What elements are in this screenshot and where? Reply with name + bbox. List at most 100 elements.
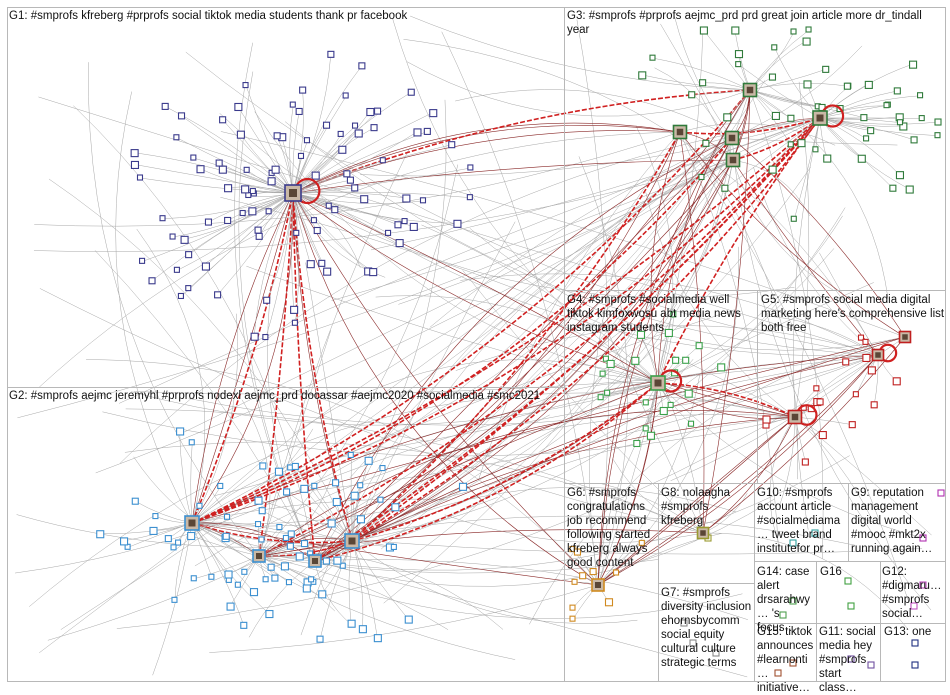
edge-spoke <box>191 471 279 524</box>
node-g2 <box>347 451 354 459</box>
edge-strong-red <box>351 117 821 542</box>
node-g4 <box>599 370 606 377</box>
node-g1 <box>293 229 300 236</box>
node-g3 <box>934 132 941 139</box>
edge-strong-red <box>351 382 659 542</box>
edge-spoke <box>140 177 294 194</box>
node-g3 <box>787 114 795 122</box>
edge-spoke <box>652 57 751 91</box>
edge-light <box>576 19 609 586</box>
edge-light <box>455 325 879 371</box>
edge-spoke <box>217 192 294 295</box>
node-g1 <box>224 184 233 193</box>
node-g3 <box>803 80 812 89</box>
group-label-g14: G14: case alert drsarahwy… 's focus… <box>757 566 811 634</box>
edge-strong-red <box>292 192 353 542</box>
node-g1 <box>343 170 351 178</box>
hub-avatar-icon <box>728 134 736 142</box>
node-g2 <box>208 573 215 580</box>
edge-strong-red <box>657 117 821 384</box>
edge-hub <box>191 336 906 524</box>
edge-spoke <box>99 522 193 535</box>
edge-spoke <box>734 29 751 91</box>
node-g3 <box>790 215 797 222</box>
edge-light <box>597 375 700 586</box>
node-g9 <box>937 489 945 497</box>
hub-avatar-icon <box>676 128 684 136</box>
edge-spoke <box>265 192 294 338</box>
edge-spoke <box>193 157 294 194</box>
nodes-layer <box>96 26 945 677</box>
group-label-g2: G2: #smprofs aejmc jeremyhl #prprofs nod… <box>9 390 541 402</box>
edge-strong-red <box>679 117 821 135</box>
node-g1 <box>401 218 408 225</box>
edge-light <box>258 555 449 630</box>
node-g1 <box>219 116 227 124</box>
edge-spoke <box>181 115 294 194</box>
edge-spoke <box>749 40 807 91</box>
edge-light <box>398 159 734 305</box>
node-g2 <box>390 543 397 550</box>
node-g1 <box>248 207 257 216</box>
edge-light <box>819 252 879 356</box>
edge-light <box>601 137 733 393</box>
edge-strong-red <box>191 137 733 524</box>
node-g3 <box>857 154 866 163</box>
node-g2 <box>258 536 265 543</box>
node-g2 <box>302 584 311 593</box>
node-g3 <box>867 127 875 135</box>
edge-hub <box>731 137 906 338</box>
edge-light <box>441 31 599 586</box>
node-g4 <box>684 389 693 398</box>
hub-avatar-icon <box>595 582 601 588</box>
edge-light <box>351 80 766 542</box>
node-g1 <box>267 177 276 186</box>
node-g3 <box>899 122 908 131</box>
node-g3 <box>797 139 806 148</box>
edge-light <box>444 514 704 544</box>
node-g1 <box>299 86 307 94</box>
edge-light <box>794 81 810 418</box>
node-g3 <box>735 61 742 68</box>
group-label-g4: G4: #smprofs #socialmedia well tiktok ki… <box>567 294 741 334</box>
group-label-g6: G6: #smprofs congratulations job recomme… <box>567 487 651 569</box>
edge-light <box>191 522 516 660</box>
edge-spoke <box>237 106 294 194</box>
edge-light <box>370 117 821 251</box>
node-g1 <box>159 215 166 222</box>
node-g2 <box>287 530 295 538</box>
edge-spoke <box>641 74 751 91</box>
node-g3 <box>909 60 918 69</box>
node-g3 <box>638 71 647 80</box>
node-g2 <box>258 507 266 515</box>
edge-hub <box>351 336 906 542</box>
node-g1 <box>409 222 418 231</box>
edge-light <box>314 486 737 562</box>
node-g1 <box>351 184 359 192</box>
edge-hub <box>191 522 599 586</box>
edge-spoke <box>348 540 353 624</box>
node-g2 <box>149 526 158 535</box>
node-g3 <box>905 185 914 194</box>
hub-avatar-icon <box>791 413 799 421</box>
group-frame-g3 <box>564 7 946 291</box>
edge-light <box>636 329 704 534</box>
edge-strong-red <box>657 382 796 418</box>
node-g1 <box>318 259 326 267</box>
node-g2 <box>226 602 235 611</box>
edge-light <box>753 167 879 356</box>
node-g4 <box>659 406 668 416</box>
edge-light <box>314 443 502 562</box>
edge-hub <box>258 137 733 557</box>
edge-light <box>452 416 796 507</box>
node-g3 <box>896 119 904 126</box>
edge-spoke <box>819 117 900 175</box>
node-g1 <box>236 130 245 139</box>
node-g1 <box>402 194 411 203</box>
node-g1 <box>322 121 331 129</box>
group-label-g5: G5: #smprofs social media digital market… <box>761 294 945 334</box>
node-g5 <box>762 415 771 424</box>
edge-spoke <box>134 164 294 194</box>
node-g12 <box>910 602 918 610</box>
group-label-g13: G13: one <box>884 626 932 638</box>
